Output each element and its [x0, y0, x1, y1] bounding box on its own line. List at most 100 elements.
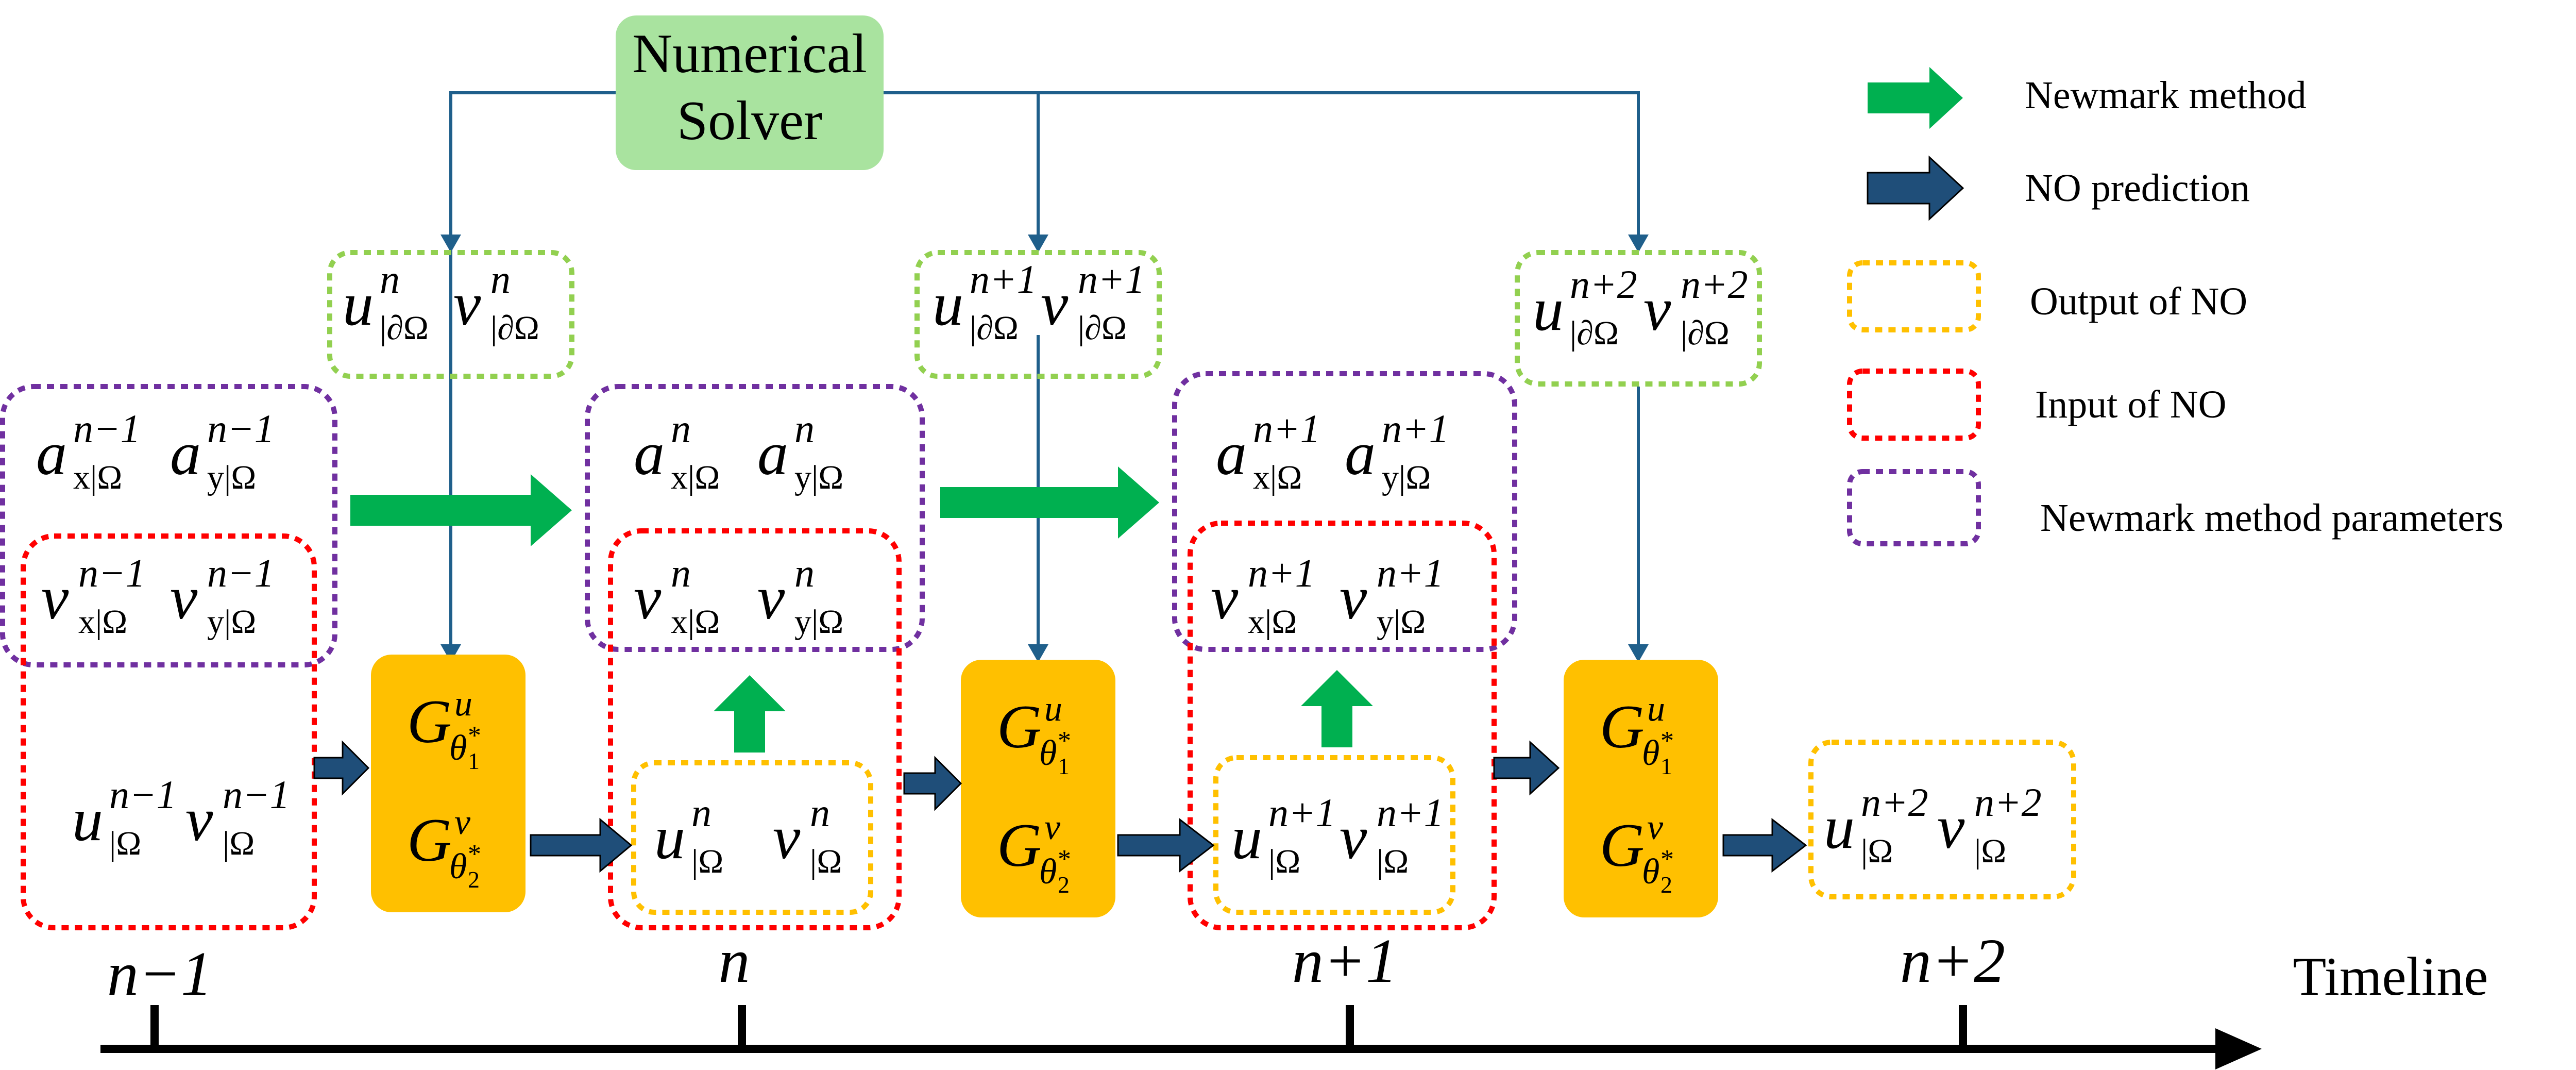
red-box-n — [608, 528, 902, 930]
prediction-arrow-2a — [903, 756, 962, 811]
symbol: u — [72, 785, 103, 854]
prediction-arrow-3b — [1722, 817, 1807, 873]
timeline-tick-label: n — [719, 926, 750, 996]
legend-label: Output of NO — [2030, 280, 2247, 323]
time-superscript: n+2 — [1861, 780, 1928, 825]
arrowhead — [440, 235, 461, 253]
operator-box — [1564, 660, 1718, 917]
subscript: |∂Ω — [970, 309, 1019, 347]
subscript: x|Ω — [1253, 459, 1302, 496]
theta-star: * — [1058, 845, 1071, 874]
time-superscript: n+2 — [1570, 262, 1637, 307]
operator-superscript: v — [454, 802, 471, 842]
arrowhead — [440, 644, 461, 662]
timeline-tick-label: n−1 — [107, 939, 212, 1009]
subscript: x|Ω — [671, 603, 720, 641]
symbol: u — [654, 803, 685, 872]
time-superscript: n+2 — [1974, 780, 2042, 825]
timeline-label: Timeline — [2293, 946, 2488, 1007]
red-box-n-1 — [21, 533, 317, 930]
time-superscript: n — [691, 790, 711, 835]
legend-purple-box-icon — [1847, 469, 1981, 546]
subscript: |Ω — [691, 843, 723, 880]
time-superscript: n — [671, 550, 691, 595]
subscript: |Ω — [1268, 843, 1300, 880]
arrowhead — [1028, 644, 1048, 662]
subscript: |∂Ω — [380, 309, 429, 347]
symbol: a — [170, 419, 201, 488]
legend-yellow-box-icon — [1847, 260, 1981, 332]
subscript: |∂Ω — [1078, 309, 1127, 347]
symbol: v — [185, 785, 213, 854]
legend-label: Newmark method parameters — [2040, 496, 2503, 540]
newmark-arrow-up-1 — [714, 675, 786, 753]
symbol: v — [41, 563, 69, 632]
purple-box-n — [585, 384, 925, 652]
numerical-solver-box — [616, 15, 884, 170]
symbol: v — [1340, 803, 1367, 872]
theta-subscript: θ — [449, 728, 467, 768]
symbol: u — [933, 270, 963, 338]
symbol: a — [1216, 419, 1247, 488]
theta-star: * — [1058, 726, 1071, 756]
legend-green-arrow-icon — [1868, 67, 1963, 129]
solver-label-line1: Numerical — [632, 23, 867, 85]
boundary-box-n — [327, 250, 574, 379]
symbol: a — [1345, 419, 1376, 488]
legend-item-prediction: NO prediction — [1867, 155, 2250, 221]
boundary-box-n2 — [1515, 250, 1762, 387]
prediction-arrow-2b — [1117, 817, 1215, 873]
boundary-box-n1 — [914, 250, 1162, 379]
operator-superscript: v — [1044, 808, 1061, 847]
subscript: x|Ω — [1248, 603, 1297, 641]
symbol: v — [1937, 793, 1965, 861]
operator-box — [371, 655, 526, 912]
legend: Newmark method NO prediction Output of N… — [1847, 67, 2503, 546]
operator-symbol: G — [997, 811, 1042, 879]
timeline: Timeline n−1 n n+1 n+2 — [100, 926, 2488, 1069]
symbol: v — [757, 563, 785, 632]
theta-subscript: θ — [449, 847, 467, 887]
theta-star: * — [1660, 726, 1674, 756]
symbol: v — [453, 270, 481, 338]
time-superscript: n+2 — [1681, 262, 1748, 307]
symbol: v — [1643, 275, 1671, 343]
newmark-arrow-horizontal-1 — [350, 474, 572, 546]
legend-item-output: Output of NO — [1847, 260, 2247, 332]
symbol: a — [634, 419, 665, 488]
operator-symbol: G — [407, 806, 452, 874]
theta-star: * — [1660, 845, 1674, 874]
solver-line-right — [884, 91, 1640, 247]
numerical-solver: Numerical Solver — [616, 15, 884, 170]
time-superscript: n — [490, 257, 511, 302]
theta-subscript: θ — [1642, 852, 1659, 892]
symbol: a — [36, 419, 67, 488]
prediction-arrow-1b — [530, 817, 633, 873]
subscript: |Ω — [1974, 832, 2006, 870]
symbol: u — [1533, 275, 1564, 343]
input-boxes — [21, 521, 1497, 930]
theta-index: 1 — [1058, 753, 1070, 779]
subscript: y|Ω — [794, 459, 843, 496]
subscript: |Ω — [1377, 843, 1409, 880]
prediction-arrow-1a — [313, 740, 370, 796]
theta-star: * — [468, 721, 481, 750]
output-boxes — [631, 740, 2076, 915]
subscript: y|Ω — [794, 603, 843, 641]
symbol: v — [773, 803, 801, 872]
subscript: x|Ω — [78, 603, 127, 641]
